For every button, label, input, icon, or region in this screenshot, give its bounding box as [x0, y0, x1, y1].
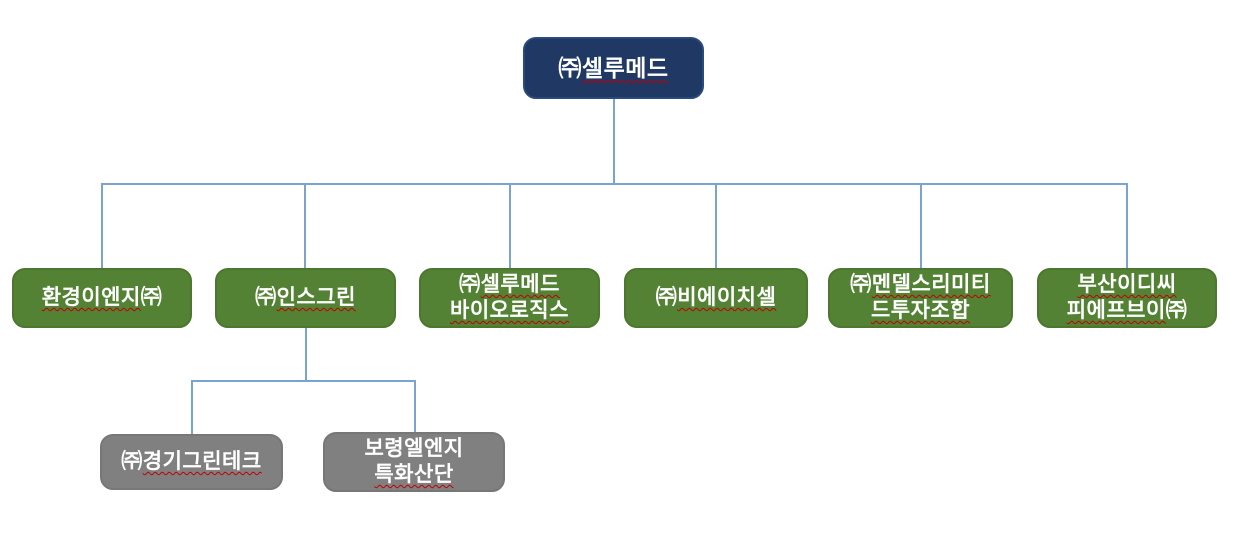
connector-drop-hwankyung	[101, 183, 103, 268]
company-prefix: ㈜	[558, 55, 582, 81]
company-name: 피에프브이	[1066, 299, 1166, 322]
org-node-busan-edc: 부산이디씨 피에프브이㈜	[1037, 268, 1217, 328]
company-prefix: ㈜	[459, 273, 481, 296]
connector-insgreen-horizontal	[191, 380, 415, 382]
company-name: 셀루메드	[480, 273, 560, 296]
org-node-bh-cell: ㈜비에이치셀	[624, 268, 808, 328]
company-prefix: ㈜	[850, 273, 872, 296]
connector-main-horizontal	[101, 183, 1127, 185]
org-node-hwankyung-eng: 환경이엔지㈜	[12, 268, 192, 328]
node-label-line1: ㈜멘델스리미티	[850, 272, 990, 298]
company-prefix: ㈜	[655, 286, 678, 309]
connector-drop-busan	[1126, 183, 1128, 268]
node-label: ㈜경기그린테크	[121, 449, 261, 475]
org-node-gyeonggi-greentech: ㈜경기그린테크	[100, 434, 283, 490]
company-name: 부산이디씨	[1077, 273, 1177, 296]
company-name: 비에이치셀	[677, 286, 777, 309]
company-name: 환경이엔지	[41, 286, 141, 309]
company-prefix: ㈜	[121, 450, 143, 473]
node-label-line2: 드투자조합	[871, 298, 970, 324]
company-suffix: ㈜	[1165, 299, 1188, 322]
org-node-insgreen: ㈜인스그린	[215, 268, 396, 328]
org-node-boryeong-lng: 보령엘엔지 특화산단	[323, 432, 505, 492]
connector-drop-bhcell	[715, 183, 717, 268]
company-name: 경기그린테크	[142, 450, 262, 473]
company-name: 보령엘엔지	[364, 437, 464, 460]
org-node-mendels: ㈜멘델스리미티 드투자조합	[828, 268, 1013, 328]
node-label: 환경이엔지㈜	[42, 285, 163, 311]
node-label-line2: 피에프브이㈜	[1067, 298, 1188, 324]
node-label-line1: 보령엘엔지	[364, 436, 463, 462]
node-label-line2: 특화산단	[374, 462, 453, 488]
connector-drop-mendels	[920, 183, 922, 268]
company-name: 드투자조합	[870, 299, 971, 322]
node-label-line1: 부산이디씨	[1077, 272, 1176, 298]
connector-drop-insgreen	[304, 183, 306, 268]
connector-insgreen-stem	[305, 328, 307, 380]
company-name: 멘델스리미티	[871, 273, 991, 296]
org-node-cellumed-biologics: ㈜셀루메드 바이오로직스	[419, 268, 600, 328]
connector-drop-boryeong	[414, 380, 416, 432]
connector-drop-gyeonggi	[191, 380, 193, 434]
node-label: ㈜셀루메드	[558, 55, 668, 81]
node-label: ㈜비에이치셀	[656, 285, 777, 311]
company-name: 특화산단	[374, 463, 454, 486]
company-name: 바이오로직스	[450, 299, 569, 322]
node-label-line1: ㈜셀루메드	[459, 272, 560, 298]
connector-drop-biologics	[509, 183, 511, 268]
org-node-cellumed: ㈜셀루메드	[523, 37, 704, 99]
company-suffix: ㈜	[140, 286, 163, 309]
company-name: 셀루메드	[581, 55, 669, 81]
node-label-line2: 바이오로직스	[450, 298, 569, 324]
company-prefix: ㈜	[255, 286, 277, 309]
connector-root-stem	[613, 99, 615, 183]
company-name: 인스그린	[276, 286, 356, 309]
node-label: ㈜인스그린	[255, 285, 356, 311]
